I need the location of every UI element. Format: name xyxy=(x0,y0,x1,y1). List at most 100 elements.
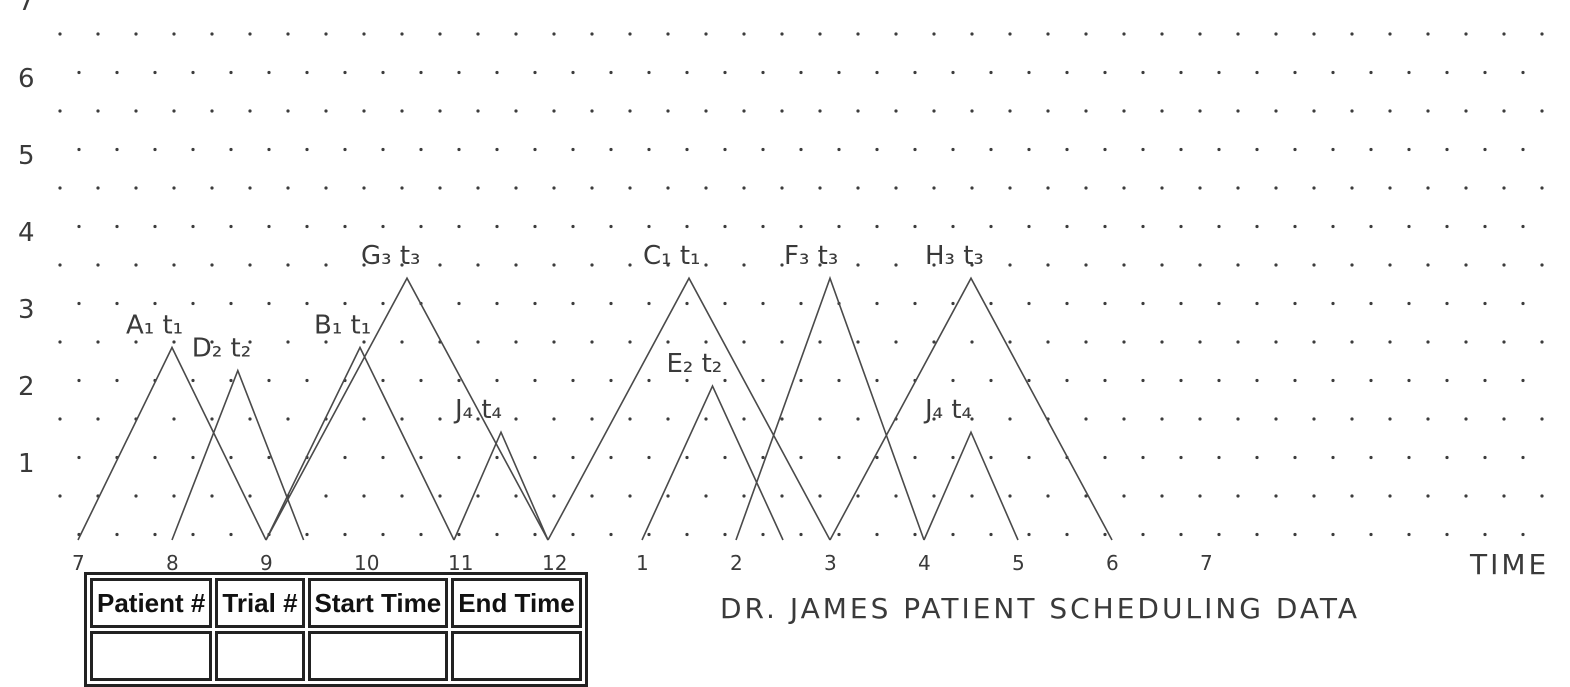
grid-dot xyxy=(419,378,423,383)
grid-dot xyxy=(1369,455,1373,460)
grid-dot xyxy=(1502,417,1506,421)
grid-dot xyxy=(1122,340,1126,344)
grid-dot xyxy=(172,32,176,36)
grid-dot xyxy=(628,340,632,344)
grid-dot xyxy=(343,532,347,537)
grid-dot xyxy=(799,378,803,383)
grid-dot xyxy=(115,147,119,152)
grid-dot xyxy=(1540,263,1544,267)
grid-dot xyxy=(951,532,955,537)
grid-dot xyxy=(1198,417,1202,421)
grid-dot xyxy=(856,263,860,267)
grid-dot xyxy=(286,340,290,344)
schedule-peak-line xyxy=(923,430,1019,541)
grid-dot xyxy=(305,378,309,383)
grid-dot xyxy=(913,70,917,75)
grid-dot xyxy=(1369,532,1373,537)
grid-dot xyxy=(932,186,936,190)
grid-dot xyxy=(1236,186,1240,190)
grid-dot xyxy=(438,109,442,113)
grid-dot xyxy=(495,532,499,537)
grid-dot xyxy=(1502,494,1506,498)
grid-dot xyxy=(685,532,689,537)
grid-dot xyxy=(172,494,176,498)
grid-dot xyxy=(723,532,727,537)
grid-dot xyxy=(1255,455,1259,460)
grid-dot xyxy=(1103,301,1107,306)
grid-dot xyxy=(400,340,404,344)
grid-dot xyxy=(1388,417,1392,421)
grid-dot xyxy=(58,417,62,421)
grid-dot xyxy=(153,532,157,537)
grid-dot xyxy=(685,224,689,229)
grid-dot xyxy=(1065,378,1069,383)
grid-dot xyxy=(267,455,271,460)
grid-dot xyxy=(248,417,252,421)
grid-dot xyxy=(704,109,708,113)
grid-dot xyxy=(58,340,62,344)
grid-dot xyxy=(1426,263,1430,267)
peak-label: E₂ t₂ xyxy=(667,349,723,379)
grid-dot xyxy=(77,224,81,229)
grid-dot xyxy=(1236,263,1240,267)
x-axis-label: 7 xyxy=(1200,551,1213,575)
grid-dot xyxy=(875,224,879,229)
grid-dot xyxy=(58,109,62,113)
grid-dot xyxy=(856,32,860,36)
grid-dot xyxy=(628,263,632,267)
grid-dot xyxy=(1502,340,1506,344)
grid-dot xyxy=(647,301,651,306)
grid-dot xyxy=(647,147,651,152)
peak-label: G₃ t₃ xyxy=(361,241,420,271)
grid-dot xyxy=(571,224,575,229)
grid-dot xyxy=(1540,340,1544,344)
grid-dot xyxy=(1331,224,1335,229)
grid-dot xyxy=(438,417,442,421)
grid-dot xyxy=(1293,532,1297,537)
grid-dot xyxy=(666,340,670,344)
grid-dot xyxy=(552,32,556,36)
grid-dot xyxy=(1483,70,1487,75)
grid-dot xyxy=(1445,532,1449,537)
grid-dot xyxy=(761,147,765,152)
grid-dot xyxy=(229,224,233,229)
grid-dot xyxy=(286,263,290,267)
grid-dot xyxy=(533,532,537,537)
grid-dot xyxy=(1198,186,1202,190)
grid-dot xyxy=(1160,494,1164,498)
grid-dot xyxy=(1502,263,1506,267)
grid-dot xyxy=(1369,378,1373,383)
grid-dot xyxy=(1521,532,1525,537)
grid-dot xyxy=(1331,301,1335,306)
y-axis-label: 1 xyxy=(18,449,35,479)
grid-dot xyxy=(96,186,100,190)
x-axis-label: 3 xyxy=(824,551,837,575)
grid-dot xyxy=(932,494,936,498)
grid-dot xyxy=(495,70,499,75)
grid-dot xyxy=(837,378,841,383)
grid-dot xyxy=(742,186,746,190)
grid-dot xyxy=(362,417,366,421)
grid-dot xyxy=(590,263,594,267)
grid-dot xyxy=(267,378,271,383)
grid-dot xyxy=(1388,109,1392,113)
grid-dot xyxy=(875,532,879,537)
grid-dot xyxy=(970,263,974,267)
grid-dot xyxy=(742,417,746,421)
x-axis-label: 7 xyxy=(72,551,85,575)
grid-dot xyxy=(1293,147,1297,152)
grid-dot xyxy=(457,378,461,383)
grid-dot xyxy=(115,378,119,383)
x-axis-label: 2 xyxy=(730,551,743,575)
grid-dot xyxy=(324,494,328,498)
grid-dot xyxy=(533,224,537,229)
peak-label: H₃ t₃ xyxy=(925,241,984,271)
grid-dot xyxy=(96,417,100,421)
grid-dot xyxy=(1103,532,1107,537)
grid-dot xyxy=(1369,147,1373,152)
grid-dot xyxy=(362,32,366,36)
grid-dot xyxy=(932,340,936,344)
grid-dot xyxy=(172,186,176,190)
grid-dot xyxy=(1502,32,1506,36)
grid-dot xyxy=(1407,301,1411,306)
